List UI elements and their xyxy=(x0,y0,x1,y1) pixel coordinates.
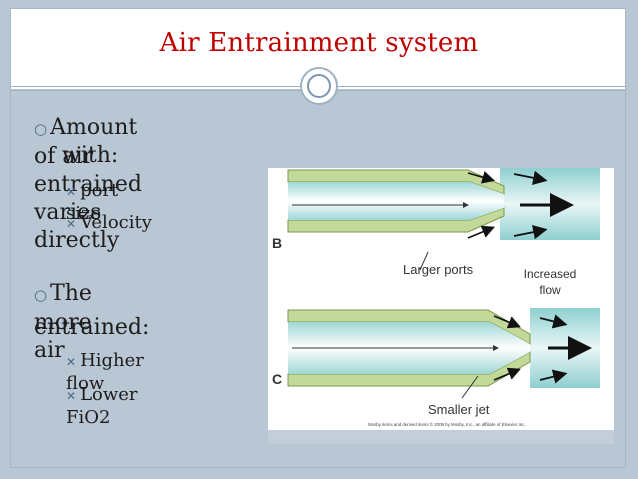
diagram-b: B xyxy=(272,168,600,251)
outflow-arrow-top xyxy=(513,170,548,185)
bullet-text: Amount of air entrained varies directly xyxy=(34,115,142,253)
copyright-text: Mosby items and derived items © 2009 by … xyxy=(368,422,526,427)
sub-bullet-item: ✕Velocity xyxy=(66,212,152,235)
cross-bullet-icon: ✕ xyxy=(66,217,77,231)
figure-reflection xyxy=(268,430,614,444)
sub-bullet-text: Higher flow xyxy=(66,350,144,394)
cross-bullet-icon: ✕ xyxy=(66,355,77,369)
slide-frame xyxy=(10,8,626,468)
cross-bullet-icon: ✕ xyxy=(66,185,77,199)
bullet-text-continued: entrained: xyxy=(34,315,150,340)
sub-bullet-text: Lower FiO2 xyxy=(66,384,138,428)
label-larger-ports: Larger ports xyxy=(403,262,474,277)
entrainment-arrow-bottom xyxy=(467,225,495,239)
label-smaller-jet: Smaller jet xyxy=(428,402,490,417)
sub-bullet-item: ✕Lower FiO2 xyxy=(66,384,138,429)
entrainment-arrow-top xyxy=(467,171,496,184)
diagram-c: C xyxy=(272,308,600,388)
entrainment-arrow-top xyxy=(493,315,521,329)
leader-line-smaller-jet xyxy=(461,375,479,399)
entrainment-figure: B Larger ports Increased flow C Smaller … xyxy=(268,168,614,444)
circle-bullet-icon: ○ xyxy=(34,120,48,138)
sub-bullet-item: ✕Higher flow xyxy=(66,350,144,395)
outflow-arrow-bottom xyxy=(539,369,568,384)
entrainment-arrow-bottom xyxy=(493,367,521,381)
bullet-item: ○The more air xyxy=(34,280,92,365)
bullet-text-continued: with: xyxy=(62,143,119,168)
sub-bullet-text: port size xyxy=(66,180,119,224)
circle-ornament-icon xyxy=(300,67,338,105)
bullet-text: The more air xyxy=(34,281,92,363)
slide-title: Air Entrainment system xyxy=(159,28,479,58)
label-b: B xyxy=(272,235,282,251)
cross-bullet-icon: ✕ xyxy=(66,389,77,403)
outflow-arrow-bottom xyxy=(513,225,548,240)
sub-bullet-item: ✕port size xyxy=(66,180,118,225)
outflow-arrow-top xyxy=(539,314,568,329)
jet-stream xyxy=(288,182,504,220)
sub-bullet-text: Velocity xyxy=(80,212,152,233)
label-increased: Increased xyxy=(524,267,577,281)
bullet-item: ○Amount of air entrained varies directly xyxy=(34,114,142,255)
label-c: C xyxy=(272,371,282,387)
circle-bullet-icon: ○ xyxy=(34,286,48,304)
label-flow: flow xyxy=(539,283,561,297)
leader-line-larger-ports xyxy=(419,251,429,271)
